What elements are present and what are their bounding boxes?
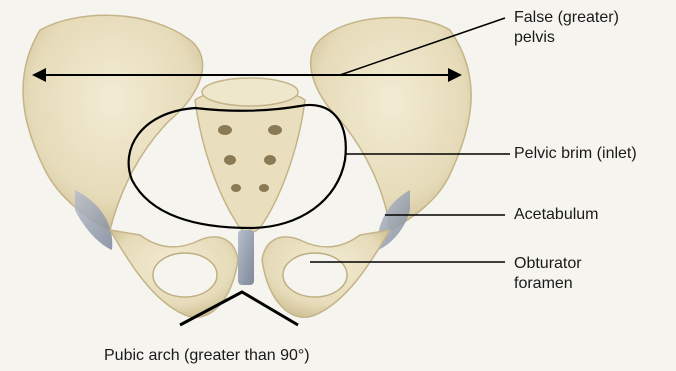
sacral-foramen [264, 155, 276, 165]
false-pelvis-label: False (greater) pelvis [514, 8, 619, 48]
sacral-foramen [231, 184, 241, 192]
false-pelvis-label-line1: False (greater) [514, 8, 619, 28]
left-ilium [23, 15, 203, 230]
pubic-arch-label: Pubic arch (greater than 90°) [104, 346, 310, 366]
obturator-foramen-label: Obturator foramen [514, 254, 582, 294]
sacral-foramen [268, 125, 282, 135]
right-ilium [311, 18, 471, 230]
acetabulum-label: Acetabulum [514, 205, 599, 225]
left-obturator-foramen [153, 253, 217, 297]
sacral-foramen [259, 184, 269, 192]
false-pelvis-label-line2: pelvis [514, 28, 619, 48]
sacral-foramen [218, 125, 232, 135]
pubic-symphysis [238, 230, 254, 285]
l5-vertebra [202, 78, 298, 106]
sacral-foramen [224, 155, 236, 165]
obturator-label-line1: Obturator [514, 254, 582, 274]
obturator-label-line2: foramen [514, 274, 582, 294]
pelvic-brim-label: Pelvic brim (inlet) [514, 144, 637, 164]
right-obturator-foramen [283, 253, 347, 297]
